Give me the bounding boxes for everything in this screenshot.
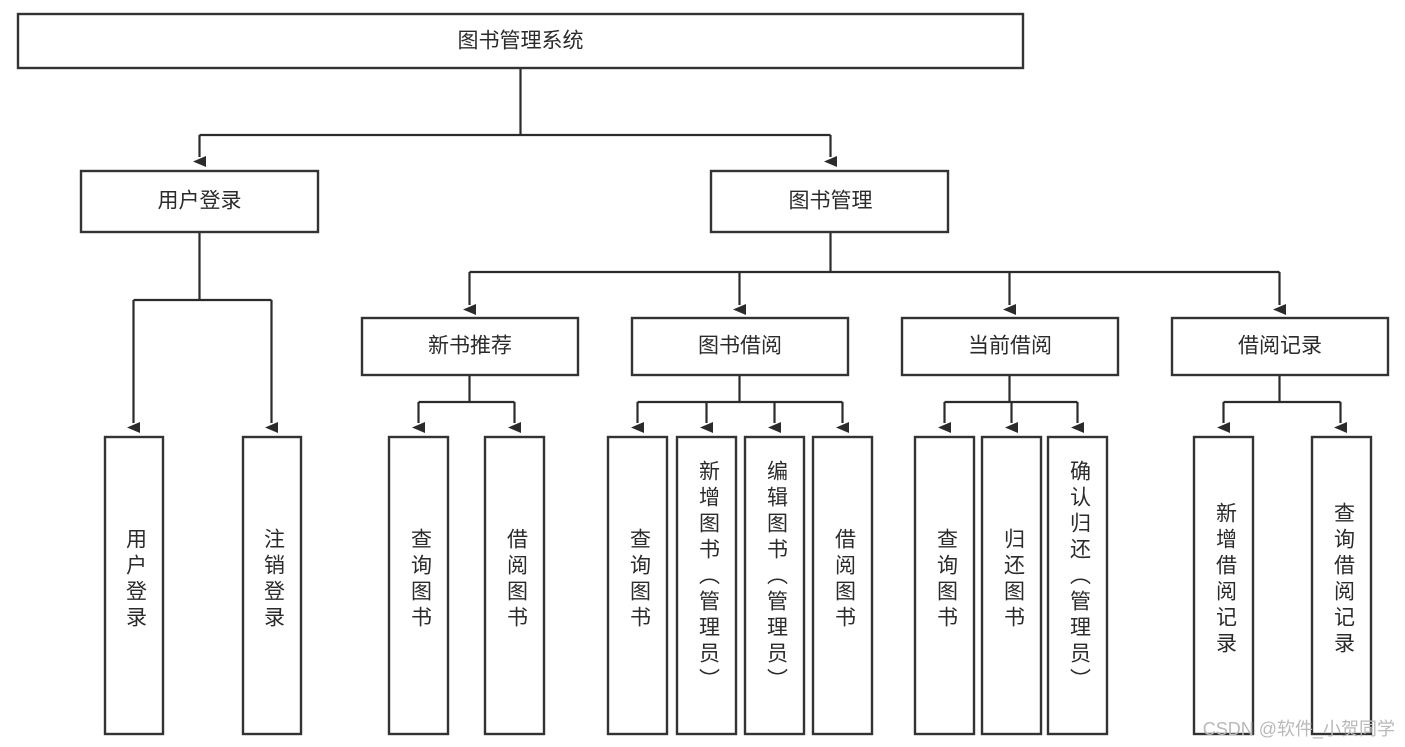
connector-group-borrow-record xyxy=(1217,375,1347,433)
node-leaf-confirm-return-admin-box xyxy=(1046,435,1109,736)
node-leaf-logout-login[interactable]: 注销登录 xyxy=(241,435,303,736)
node-user-login[interactable]: 用户登录 xyxy=(79,169,320,234)
node-borrow-record[interactable]: 借阅记录 xyxy=(1170,316,1390,377)
node-borrow-record-box xyxy=(1170,316,1390,377)
node-leaf-user-login-label: 用户登录 xyxy=(123,528,147,632)
node-leaf-logout-login-box xyxy=(241,435,303,736)
node-current-borrow-box xyxy=(900,316,1120,377)
connector-group-user-login xyxy=(127,232,278,433)
node-leaf-query-borrow-record-box xyxy=(1310,435,1373,736)
node-leaf-user-login[interactable]: 用户登录 xyxy=(103,435,165,736)
node-current-borrow[interactable]: 当前借阅 xyxy=(900,316,1120,377)
node-book-management-label: 图书管理 xyxy=(789,190,873,213)
node-leaf-confirm-return-admin-label: 确认归还（管理员） xyxy=(1067,460,1091,694)
node-borrow-record-label: 借阅记录 xyxy=(1238,335,1322,358)
node-leaf-query-book-2-label: 查询图书 xyxy=(627,528,651,632)
node-leaf-query-book-2-box xyxy=(606,435,669,736)
node-new-book-recommend[interactable]: 新书推荐 xyxy=(360,316,580,377)
node-book-borrow-box xyxy=(630,316,850,377)
node-book-borrow[interactable]: 图书借阅 xyxy=(630,316,850,377)
node-leaf-borrow-book-2-label: 借阅图书 xyxy=(832,528,856,632)
node-leaf-query-borrow-record-label: 查询借阅记录 xyxy=(1331,502,1355,658)
node-leaf-borrow-book-2[interactable]: 借阅图书 xyxy=(811,435,874,736)
node-leaf-return-book[interactable]: 归还图书 xyxy=(980,435,1043,736)
node-user-login-label: 用户登录 xyxy=(158,190,242,213)
node-leaf-borrow-book-2-box xyxy=(811,435,874,736)
node-leaf-edit-book-admin[interactable]: 编辑图书（管理员） xyxy=(743,435,806,736)
node-leaf-add-borrow-record-label: 新增借阅记录 xyxy=(1213,502,1237,658)
connector-group-book-management xyxy=(463,232,1286,315)
node-leaf-add-borrow-record-box xyxy=(1192,435,1255,736)
node-book-borrow-label: 图书借阅 xyxy=(698,335,782,358)
node-leaf-query-book-2[interactable]: 查询图书 xyxy=(606,435,669,736)
node-leaf-borrow-book-1-label: 借阅图书 xyxy=(504,528,528,632)
node-root-system-box xyxy=(16,12,1025,70)
node-current-borrow-label: 当前借阅 xyxy=(968,335,1052,358)
node-book-management-box xyxy=(709,169,950,234)
node-new-book-recommend-box xyxy=(360,316,580,377)
connector-group-new-book-recommend xyxy=(412,375,521,433)
node-leaf-return-book-label: 归还图书 xyxy=(1001,528,1025,632)
node-leaf-confirm-return-admin[interactable]: 确认归还（管理员） xyxy=(1046,435,1109,736)
node-leaf-user-login-box xyxy=(103,435,165,736)
node-leaf-query-book-1-label: 查询图书 xyxy=(408,528,432,632)
node-leaf-query-book-3-label: 查询图书 xyxy=(934,528,958,632)
node-leaf-query-book-1[interactable]: 查询图书 xyxy=(387,435,450,736)
node-leaf-query-book-3-box xyxy=(913,435,976,736)
node-leaf-edit-book-admin-box xyxy=(743,435,806,736)
node-leaf-edit-book-admin-label: 编辑图书（管理员） xyxy=(764,460,788,694)
node-new-book-recommend-label: 新书推荐 xyxy=(428,335,512,358)
node-leaf-query-book-3[interactable]: 查询图书 xyxy=(913,435,976,736)
node-leaf-borrow-book-1[interactable]: 借阅图书 xyxy=(483,435,546,736)
node-leaf-return-book-box xyxy=(980,435,1043,736)
node-book-management[interactable]: 图书管理 xyxy=(709,169,950,234)
node-leaf-logout-login-label: 注销登录 xyxy=(261,528,285,632)
connector-group-book-borrow xyxy=(631,375,849,433)
node-leaf-query-borrow-record[interactable]: 查询借阅记录 xyxy=(1310,435,1373,736)
node-leaf-borrow-book-1-box xyxy=(483,435,546,736)
connector-group-current-borrow xyxy=(938,375,1084,433)
node-user-login-box xyxy=(79,169,320,234)
connector-group-root xyxy=(193,68,837,167)
node-root-system[interactable]: 图书管理系统 xyxy=(16,12,1025,70)
node-leaf-query-book-1-box xyxy=(387,435,450,736)
node-root-system-label: 图书管理系统 xyxy=(458,30,584,53)
node-leaf-add-book-admin[interactable]: 新增图书（管理员） xyxy=(675,435,738,736)
node-leaf-add-book-admin-box xyxy=(675,435,738,736)
node-leaf-add-borrow-record[interactable]: 新增借阅记录 xyxy=(1192,435,1255,736)
node-leaf-add-book-admin-label: 新增图书（管理员） xyxy=(696,460,720,694)
